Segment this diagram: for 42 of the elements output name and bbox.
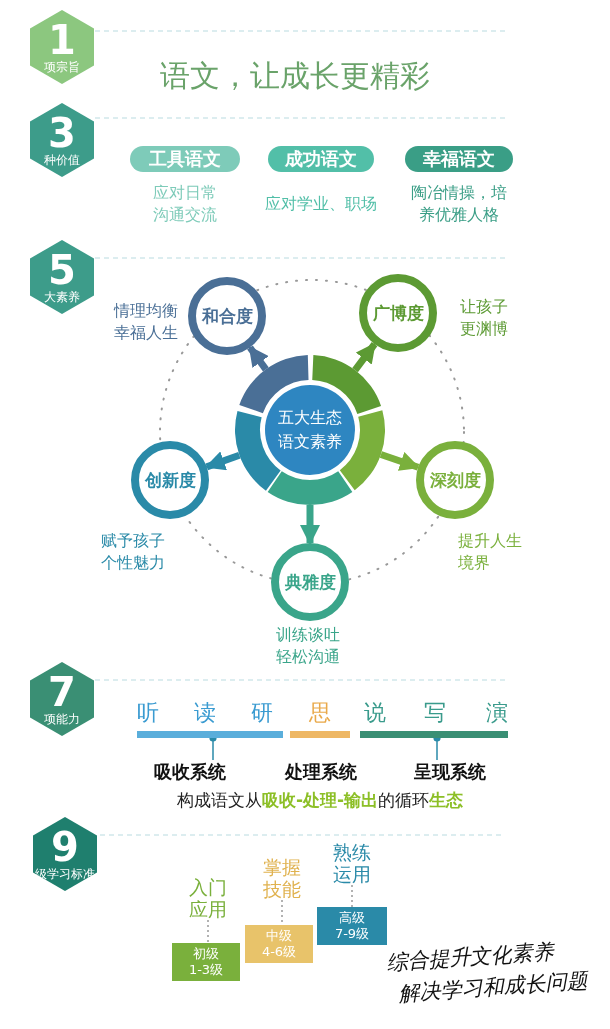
node-label: 深刻度 bbox=[429, 468, 481, 492]
hub-label: 五大生态语文素养 bbox=[277, 407, 343, 453]
section-number: 7 bbox=[48, 672, 76, 712]
ability-letter: 写 bbox=[423, 699, 447, 727]
ability-letter: 演 bbox=[485, 699, 509, 727]
ability-letter: 说 bbox=[363, 699, 387, 727]
section-number: 9 bbox=[51, 827, 79, 867]
node-label: 广博度 bbox=[372, 301, 424, 325]
description-text: 提升人生境界 bbox=[457, 530, 523, 574]
description-text: 陶冶情操，培养优雅人格 bbox=[410, 182, 508, 226]
description-text: 赋予孩子个性魅力 bbox=[100, 530, 166, 574]
section-number: 1 bbox=[48, 20, 76, 60]
description-text: 应对日常沟通交流 bbox=[152, 182, 218, 226]
pill-label: 成功语文 bbox=[285, 147, 357, 171]
description-text: 让孩子更渊博 bbox=[459, 296, 509, 340]
ability-letter: 读 bbox=[193, 699, 217, 727]
ability-letter: 听 bbox=[136, 699, 160, 727]
system-label: 处理系统 bbox=[283, 760, 358, 784]
badge-caption: 项宗旨 bbox=[44, 60, 80, 74]
step-label: 4-6级 bbox=[261, 944, 297, 960]
step-label: 中级 bbox=[266, 928, 292, 944]
pill-label: 幸福语文 bbox=[423, 147, 495, 171]
step-label: 7-9级 bbox=[334, 926, 370, 942]
description-text: 情理均衡幸福人生 bbox=[113, 300, 179, 344]
summary-sentence: 构成语文从吸收-处理-输出的循环生态 bbox=[175, 789, 465, 812]
ability-letter: 思 bbox=[308, 699, 332, 727]
slogan-text: 语文，让成长更精彩 bbox=[159, 57, 431, 95]
pill-label: 工具语文 bbox=[149, 147, 221, 171]
badge-caption: 项能力 bbox=[44, 712, 80, 726]
node-label: 和合度 bbox=[201, 304, 253, 328]
step-label: 高级 bbox=[339, 910, 365, 926]
section-number: 3 bbox=[48, 113, 76, 153]
node-label: 创新度 bbox=[144, 468, 196, 492]
description-text: 训练谈吐轻松沟通 bbox=[275, 624, 341, 668]
step-label: 1-3级 bbox=[188, 962, 224, 978]
badge-caption: 大素养 bbox=[44, 290, 80, 304]
section-number: 5 bbox=[48, 250, 76, 290]
ability-letter: 研 bbox=[250, 699, 274, 727]
node-label: 典雅度 bbox=[284, 570, 336, 594]
badge-caption: 种价值 bbox=[44, 153, 80, 167]
description-text: 应对学业、职场 bbox=[264, 193, 378, 215]
step-label: 初级 bbox=[193, 946, 219, 962]
